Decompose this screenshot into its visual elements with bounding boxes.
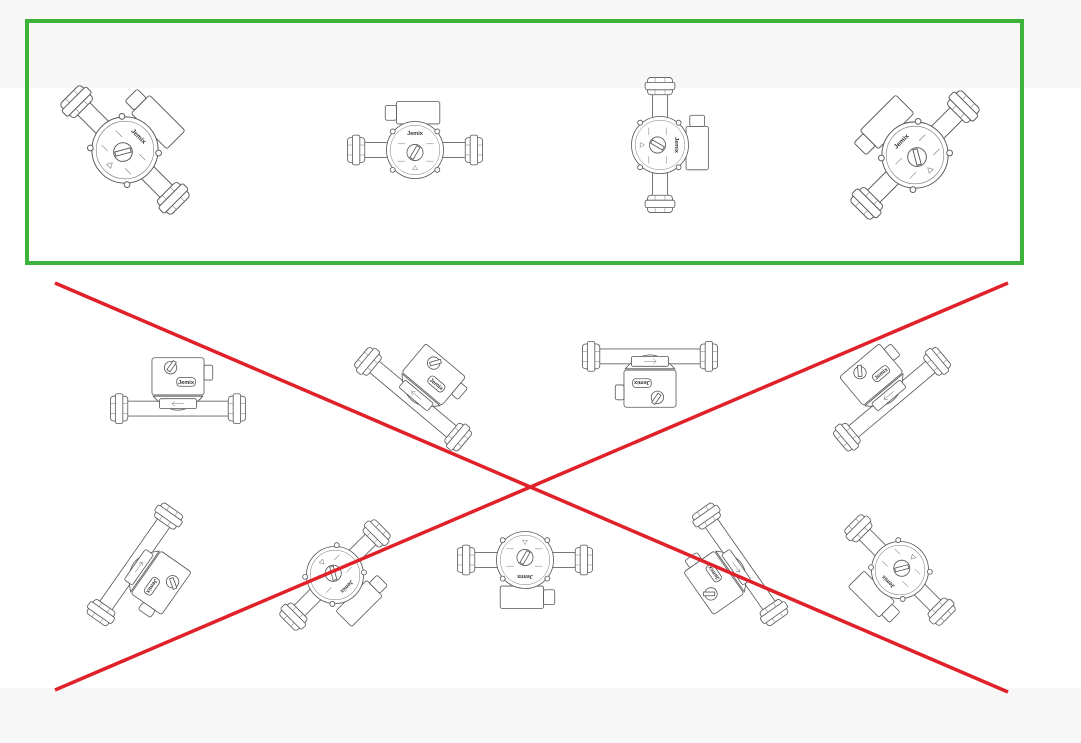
correct-positions-frame <box>25 19 1024 265</box>
pump-correct-1: Jemix <box>46 55 220 229</box>
background-band-top <box>0 0 1081 88</box>
pump-incorrect-5: Jemix <box>84 500 215 648</box>
pump-correct-2: Jemix <box>347 102 482 179</box>
pump-incorrect-6: Jemix <box>267 507 417 657</box>
pump-incorrect-4: Jemix <box>808 317 954 454</box>
background-band-bottom <box>0 688 1081 743</box>
pump-logo: Jemix <box>516 573 533 579</box>
pump-incorrect-1: Jemix <box>110 358 245 424</box>
wrong-cross-line-2 <box>54 281 1009 692</box>
pump-correct-3: Jemix <box>631 77 708 212</box>
pump-logo: Jemix <box>178 380 195 386</box>
pump-logo: Jemix <box>633 379 650 385</box>
pump-incorrect-3: Jemix <box>582 342 717 408</box>
pump-logo: Jemix <box>673 137 679 154</box>
pump-incorrect-9: Jemix <box>818 502 968 652</box>
pump-correct-4: Jemix <box>820 60 994 234</box>
pump-incorrect-7: Jemix <box>457 531 592 608</box>
pump-incorrect-2: Jemix <box>352 317 498 454</box>
pump-logo: Jemix <box>407 131 424 137</box>
pump-incorrect-8: Jemix <box>660 500 791 648</box>
